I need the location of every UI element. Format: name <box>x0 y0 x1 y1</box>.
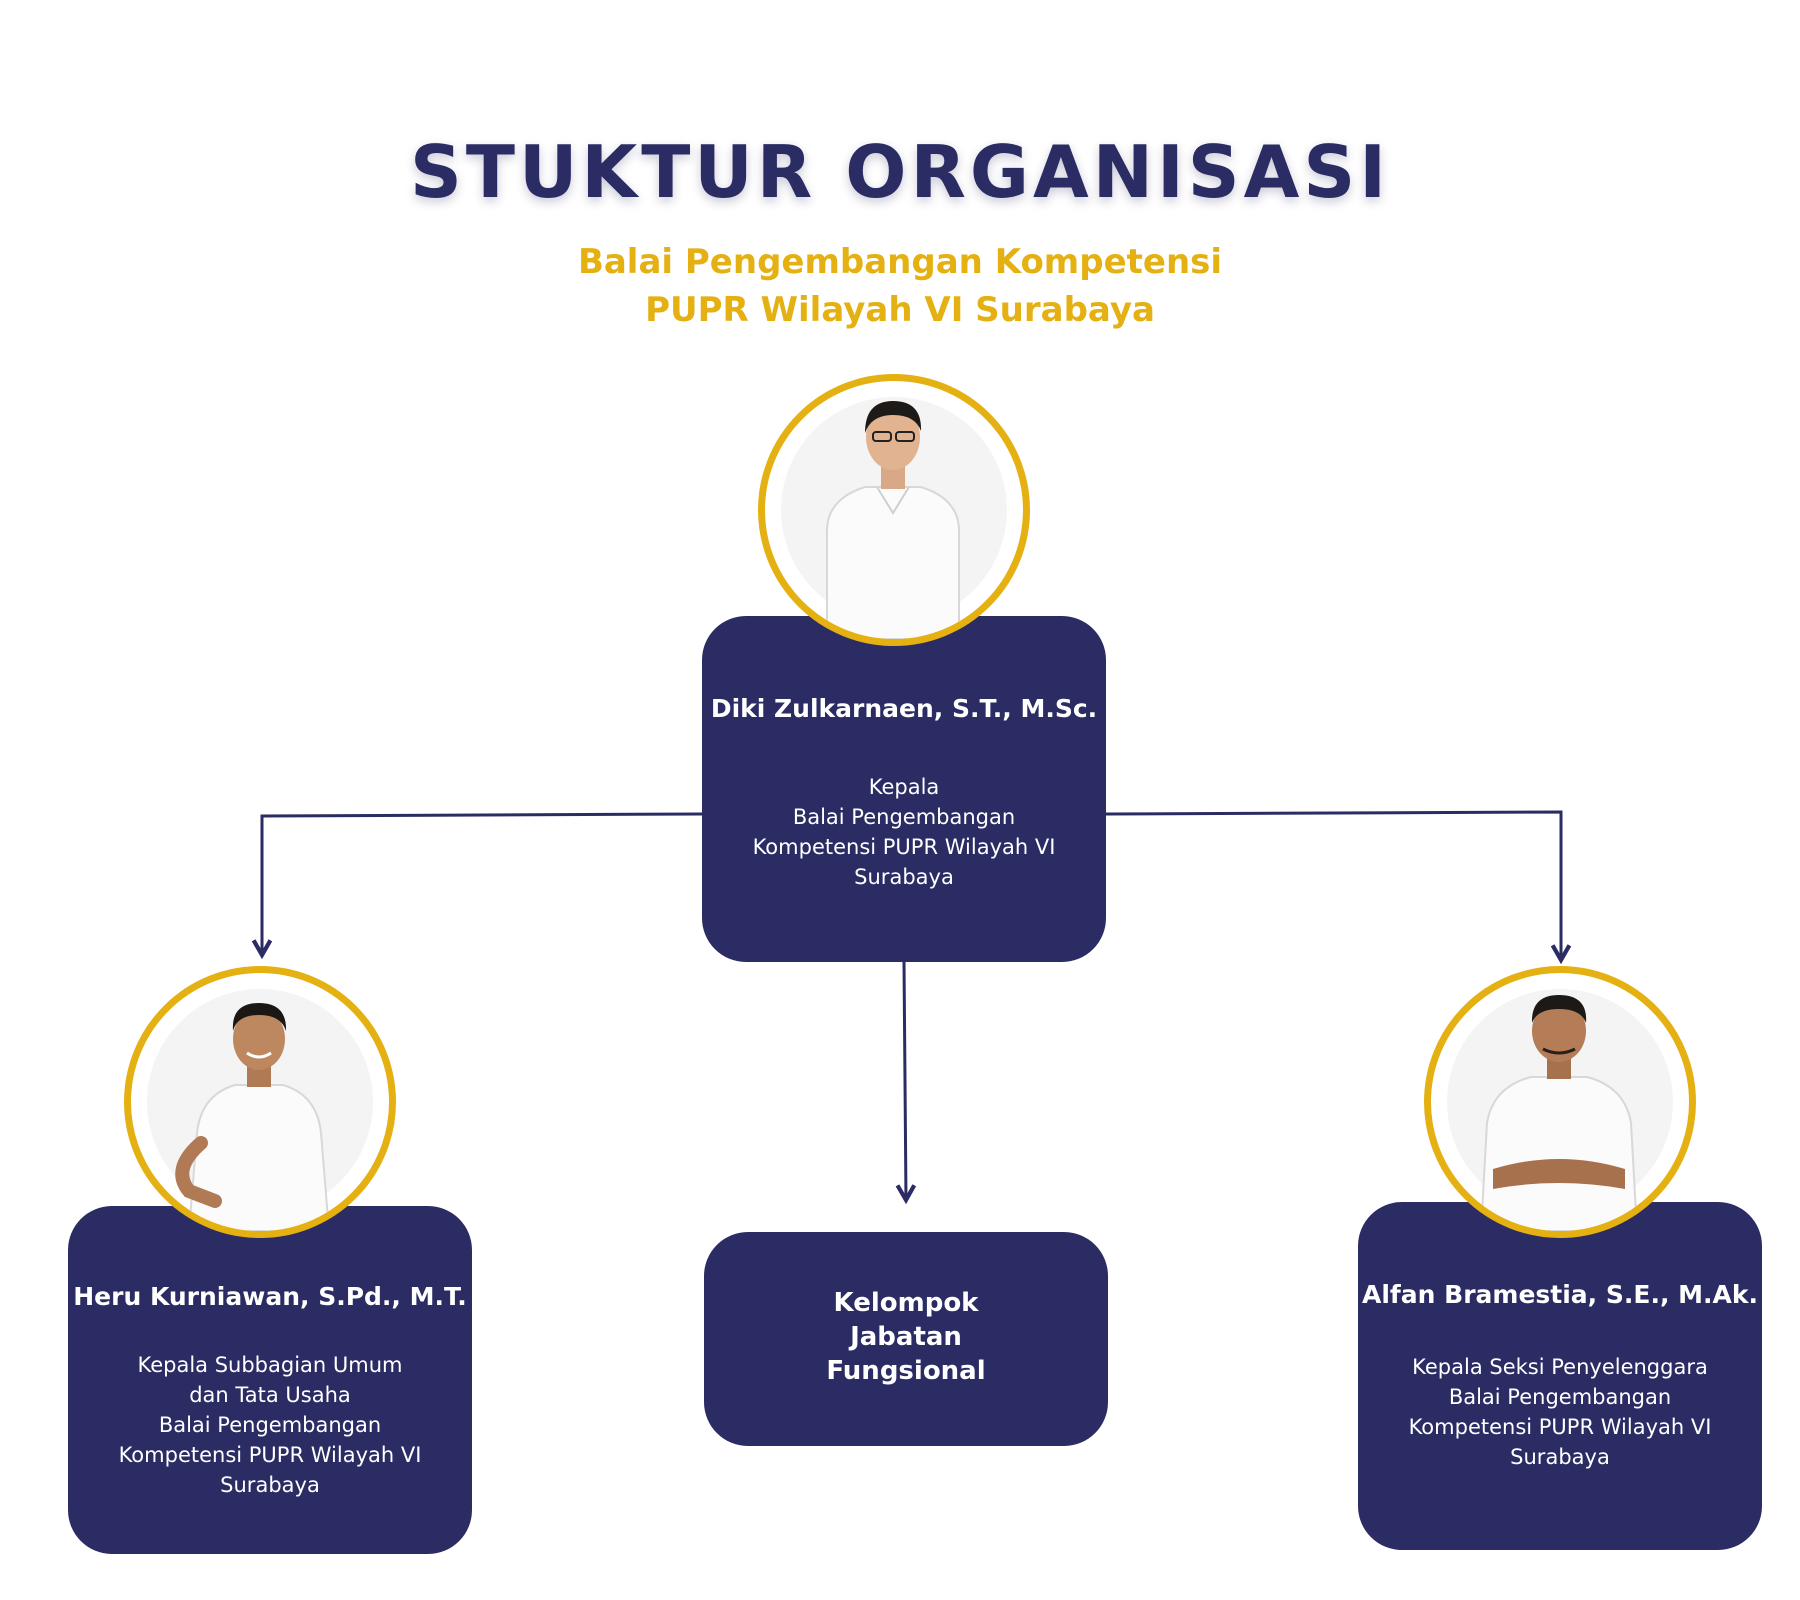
connector-head-to-right <box>1105 810 1561 960</box>
connector-head-to-left <box>262 812 703 955</box>
functional-group-card: Kelompok Jabatan Fungsional <box>704 1232 1108 1446</box>
left-name: Heru Kurniawan, S.Pd., M.T. <box>73 1282 467 1311</box>
group-label-line: Jabatan <box>850 1322 962 1352</box>
head-role-line: Balai Pengembangan <box>792 805 1016 829</box>
right-portrait <box>1424 966 1696 1238</box>
left-role-line: Kepala Subbagian Umum <box>137 1353 403 1377</box>
right-role: Kepala Seksi Penyelenggara Balai Pengemb… <box>1378 1352 1742 1472</box>
head-role-line: Surabaya <box>854 865 954 889</box>
right-card: Alfan Bramestia, S.E., M.Ak. Kepala Seks… <box>1358 1202 1762 1550</box>
right-role-line: Kompetensi PUPR Wilayah VI <box>1408 1415 1712 1439</box>
page-title: STUKTUR ORGANISASI <box>409 130 1391 214</box>
connector-head-to-group <box>904 961 906 1200</box>
head-role-line: Kompetensi PUPR Wilayah VI <box>752 835 1056 859</box>
right-role-line: Kepala Seksi Penyelenggara <box>1412 1355 1708 1379</box>
person-silhouette-icon <box>175 1003 331 1231</box>
group-label-line: Kelompok <box>833 1288 979 1318</box>
right-role-line: Balai Pengembangan <box>1448 1385 1672 1409</box>
head-portrait <box>758 374 1030 646</box>
left-role-line: Kompetensi PUPR Wilayah VI <box>118 1443 422 1467</box>
right-name: Alfan Bramestia, S.E., M.Ak. <box>1361 1280 1759 1309</box>
head-name: Diki Zulkarnaen, S.T., M.Sc. <box>710 694 1098 723</box>
right-role-line: Surabaya <box>1510 1445 1610 1469</box>
head-card: Diki Zulkarnaen, S.T., M.Sc. Kepala Bala… <box>702 616 1106 962</box>
left-role-line: Balai Pengembangan <box>158 1413 382 1437</box>
left-portrait <box>124 966 396 1238</box>
left-role-line: Surabaya <box>220 1473 320 1497</box>
subtitle-line-1: Balai Pengembangan Kompetensi <box>577 242 1223 282</box>
head-role: Kepala Balai Pengembangan Kompetensi PUP… <box>722 772 1086 892</box>
person-silhouette-icon <box>1479 995 1639 1231</box>
left-card: Heru Kurniawan, S.Pd., M.T. Kepala Subba… <box>68 1206 472 1554</box>
left-role: Kepala Subbagian Umum dan Tata Usaha Bal… <box>88 1350 452 1500</box>
person-silhouette-icon <box>826 401 960 639</box>
functional-group-label: Kelompok Jabatan Fungsional <box>704 1286 1108 1388</box>
page-subtitle: Balai Pengembangan Kompetensi PUPR Wilay… <box>0 238 1800 334</box>
head-role-line: Kepala <box>868 775 940 799</box>
subtitle-line-2: PUPR Wilayah VI Surabaya <box>645 290 1155 330</box>
left-role-line: dan Tata Usaha <box>189 1383 351 1407</box>
group-label-line: Fungsional <box>826 1356 986 1386</box>
